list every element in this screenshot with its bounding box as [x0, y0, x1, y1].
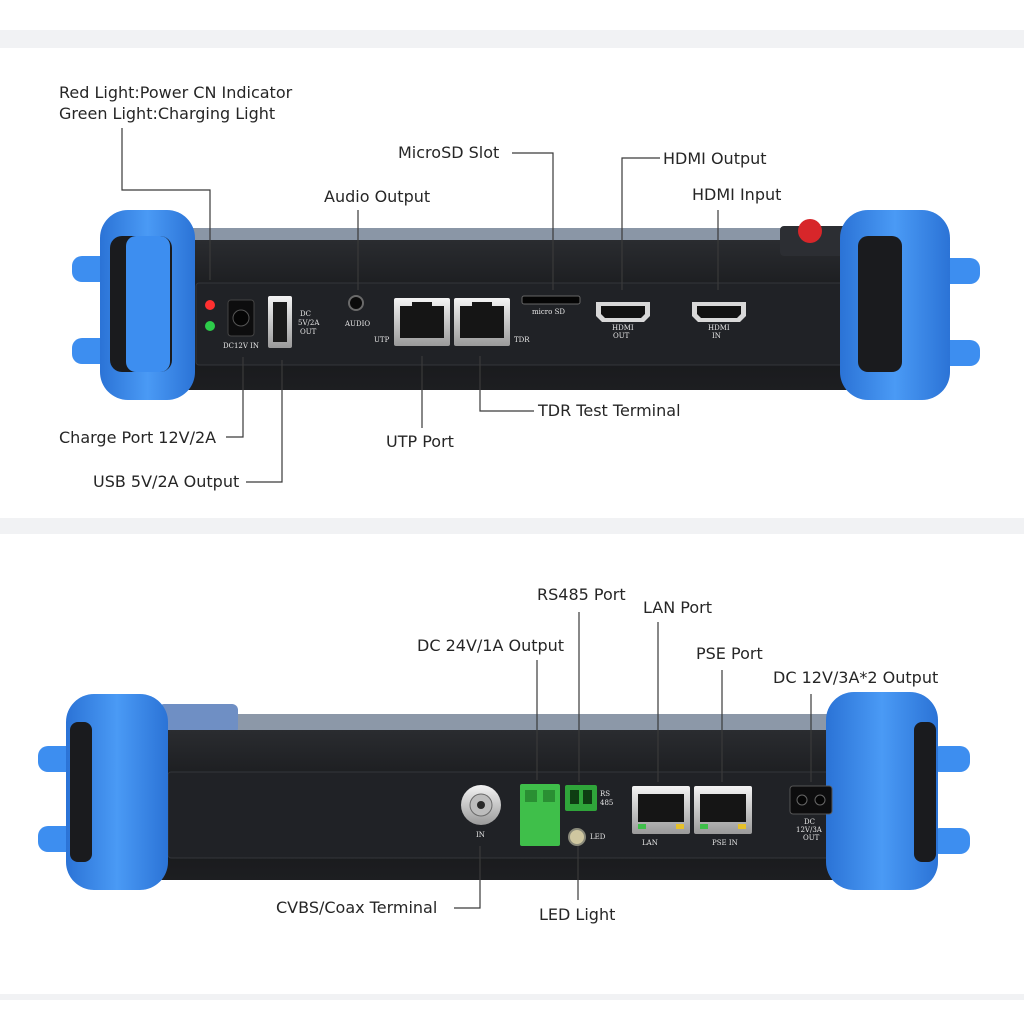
bottom-divider-band — [0, 994, 1024, 1000]
callout-dc12-output: DC 12V/3A*2 Output — [773, 668, 939, 687]
leader-cvbs — [454, 846, 481, 909]
print-usb-3: OUT — [300, 328, 317, 336]
callout-pse-port: PSE Port — [696, 644, 763, 663]
print-hdmi-in-1: HDMI — [708, 324, 730, 332]
green-led-icon — [205, 321, 215, 331]
leader-microsd — [512, 152, 554, 290]
dc12-output-icon — [789, 785, 833, 815]
middle-divider-band — [0, 518, 1024, 534]
top-device: DC12V IN DC 5V/2A OUT AUDIO UTP TDR micr… — [72, 210, 980, 400]
callout-led-light: LED Light — [539, 905, 616, 924]
print-audio: AUDIO — [344, 320, 370, 328]
callout-charge-port: Charge Port 12V/2A — [59, 428, 217, 447]
print-hdmi-in-2: IN — [712, 332, 721, 340]
callout-lan-port: LAN Port — [643, 598, 712, 617]
leader-usb — [246, 360, 283, 483]
callout-dc24-output: DC 24V/1A Output — [417, 636, 565, 655]
print-microsd: micro SD — [532, 308, 565, 316]
print-usb-2: 5V/2A — [298, 319, 320, 327]
print-hdmi-out-1: HDMI — [612, 324, 634, 332]
leader-tdr — [479, 356, 534, 412]
callout-indicator-line1: Red Light:Power CN Indicator — [59, 83, 293, 102]
top-device-port-panel — [195, 282, 855, 366]
callout-cvbs-terminal: CVBS/Coax Terminal — [276, 898, 438, 917]
print-rs-2: 485 — [600, 799, 613, 807]
bottom-device: IN RS 485 LED LAN PSE IN DC 12V/3A OUT — [38, 692, 970, 890]
callout-hdmi-output: HDMI Output — [663, 149, 767, 168]
callout-microsd: MicroSD Slot — [398, 143, 500, 162]
callout-tdr-terminal: TDR Test Terminal — [538, 401, 681, 420]
bottom-right-bumper — [826, 692, 970, 890]
red-led-icon — [205, 300, 215, 310]
leader-hdmi-out — [621, 157, 660, 290]
top-divider-band — [0, 30, 1024, 48]
print-dc-2: 12V/3A — [796, 826, 823, 834]
top-right-bumper — [840, 210, 980, 400]
print-rs-1: RS — [600, 790, 610, 798]
print-dc-1: DC — [804, 818, 815, 826]
print-dc-in: DC12V IN — [223, 342, 259, 350]
top-leader-lines — [121, 128, 719, 483]
rs485-terminal-icon — [565, 785, 597, 811]
callout-hdmi-input: HDMI Input — [692, 185, 782, 204]
callout-indicator-line2: Green Light:Charging Light — [59, 104, 276, 123]
microsd-slot-icon — [521, 295, 581, 305]
print-usb-1: DC — [300, 310, 311, 318]
print-bnc-in: IN — [476, 831, 485, 839]
callout-usb-output: USB 5V/2A Output — [93, 472, 240, 491]
print-dc-3: OUT — [803, 834, 820, 842]
print-pse: PSE IN — [712, 839, 738, 847]
led-lamp-icon — [568, 828, 586, 846]
print-led: LED — [590, 833, 606, 841]
leader-charge — [226, 357, 244, 438]
bottom-device-key-block — [158, 704, 238, 734]
leader-indicator — [121, 128, 211, 280]
top-left-bumper — [72, 210, 195, 400]
audio-jack-icon — [348, 295, 364, 311]
callout-utp-port: UTP Port — [386, 432, 454, 451]
top-device-red-button-icon — [798, 219, 822, 243]
bottom-left-bumper — [38, 694, 168, 890]
print-hdmi-out-2: OUT — [613, 332, 630, 340]
print-lan: LAN — [642, 839, 658, 847]
bottom-leader-lines — [454, 612, 812, 909]
callout-audio-output: Audio Output — [324, 187, 431, 206]
print-tdr: TDR — [514, 336, 530, 344]
print-utp: UTP — [374, 336, 390, 344]
callout-rs485-port: RS485 Port — [537, 585, 626, 604]
